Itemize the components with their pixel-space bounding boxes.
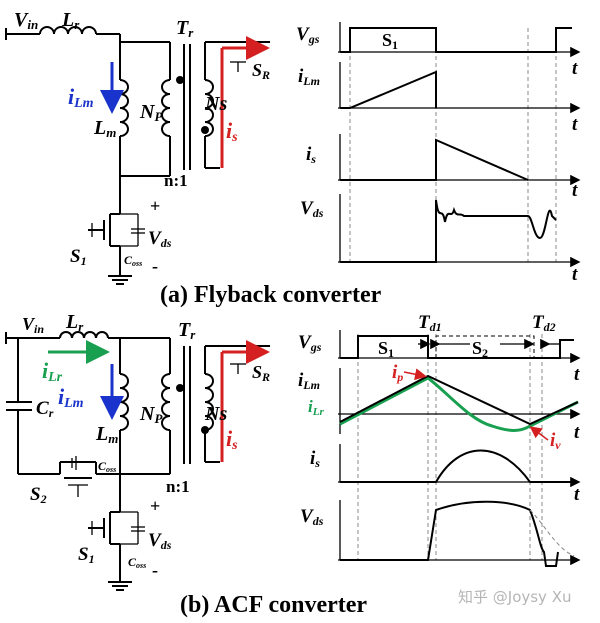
flyback-labels: Vin Lr Tr iLm Lm NP Ns is SR n:1 + Vds -… <box>14 9 270 276</box>
svg-text:S1: S1 <box>382 30 398 52</box>
np-dot <box>176 76 184 84</box>
np-winding <box>161 79 171 137</box>
svg-text:t: t <box>572 180 578 201</box>
svg-text:S1: S1 <box>70 246 87 268</box>
svg-text:Coss: Coss <box>124 253 142 268</box>
ns-dot <box>201 126 209 134</box>
svg-text:ip: ip <box>392 362 403 384</box>
svg-text:Vds: Vds <box>148 530 172 552</box>
svg-text:Vds: Vds <box>300 506 324 528</box>
lm-inductor <box>119 373 129 431</box>
svg-text:Coss: Coss <box>128 555 146 570</box>
svg-text:Tr: Tr <box>176 17 194 40</box>
ns-dot <box>201 426 209 434</box>
svg-text:Vds: Vds <box>148 228 172 250</box>
svg-text:S2: S2 <box>30 484 47 506</box>
flyback-waveforms <box>338 22 581 268</box>
svg-text:Vgs: Vgs <box>298 332 322 354</box>
svg-text:is: is <box>306 144 316 166</box>
svg-text:is: is <box>310 448 320 470</box>
ns-winding <box>204 79 214 137</box>
flyback-caption: (a) Flyback converter <box>160 282 382 308</box>
svg-text:Vgs: Vgs <box>296 24 320 46</box>
np-winding <box>161 373 171 431</box>
watermark: 知乎 @Joysy Xu <box>458 588 572 606</box>
svg-text:SR: SR <box>252 60 270 82</box>
acf-waveform-labels: Vgs Td1 Td2 S1 S2 iLm iLr ip iv is Vds t… <box>298 312 580 528</box>
svg-text:Vin: Vin <box>22 314 44 336</box>
svg-text:n:1: n:1 <box>164 171 188 190</box>
svg-text:t: t <box>574 364 580 385</box>
svg-text:-: - <box>152 256 158 276</box>
svg-text:t: t <box>574 422 580 443</box>
ns-winding <box>204 373 214 431</box>
acf-circuit <box>5 331 270 591</box>
svg-text:Ns: Ns <box>204 93 227 115</box>
flyback-waveform-labels: Vgs S1 iLm is Vds t t t t <box>296 24 578 285</box>
svg-text:Cr: Cr <box>36 398 54 420</box>
svg-text:iLr: iLr <box>308 397 324 418</box>
svg-text:iLm: iLm <box>68 84 94 111</box>
lr-inductor <box>39 26 97 35</box>
svg-text:Ns: Ns <box>204 403 227 425</box>
svg-text:is: is <box>226 426 238 453</box>
svg-text:Vds: Vds <box>300 198 324 220</box>
svg-text:Lr: Lr <box>61 9 80 32</box>
svg-text:iv: iv <box>550 430 561 452</box>
svg-text:Lm: Lm <box>93 117 116 140</box>
svg-text:iLm: iLm <box>298 66 320 88</box>
np-dot <box>176 384 184 392</box>
svg-text:Td1: Td1 <box>418 312 442 334</box>
svg-text:+: + <box>150 496 160 516</box>
svg-text:t: t <box>574 484 580 505</box>
svg-text:S1: S1 <box>78 544 95 566</box>
lr-inductor <box>59 331 109 339</box>
svg-text:iLr: iLr <box>42 358 63 385</box>
svg-text:SR: SR <box>252 362 270 384</box>
svg-text:t: t <box>572 264 578 285</box>
svg-text:+: + <box>150 196 160 216</box>
svg-text:n:1: n:1 <box>166 477 190 496</box>
svg-text:is: is <box>226 118 238 145</box>
svg-text:Lr: Lr <box>65 311 84 334</box>
acf-caption: (b) ACF converter <box>180 592 367 618</box>
lm-inductor <box>119 79 129 137</box>
svg-text:Tr: Tr <box>178 319 196 342</box>
svg-text:Coss: Coss <box>98 459 116 474</box>
svg-text:t: t <box>572 58 578 79</box>
svg-text:iLm: iLm <box>58 384 84 411</box>
svg-text:S2: S2 <box>472 338 488 360</box>
svg-text:NP: NP <box>139 403 163 426</box>
svg-text:iLm: iLm <box>298 370 320 392</box>
svg-text:S1: S1 <box>378 338 394 360</box>
svg-text:Vin: Vin <box>14 9 38 32</box>
acf-waveforms <box>338 330 581 567</box>
svg-text:NP: NP <box>139 101 163 124</box>
acf-labels: Vin Lr iLr Tr iLm Lm NP Ns is SR Cr Coss… <box>22 311 270 580</box>
svg-text:t: t <box>572 114 578 135</box>
svg-text:Lm: Lm <box>95 423 118 446</box>
flyback-circuit <box>5 26 270 285</box>
svg-text:-: - <box>152 560 158 580</box>
svg-text:Td2: Td2 <box>532 312 556 334</box>
